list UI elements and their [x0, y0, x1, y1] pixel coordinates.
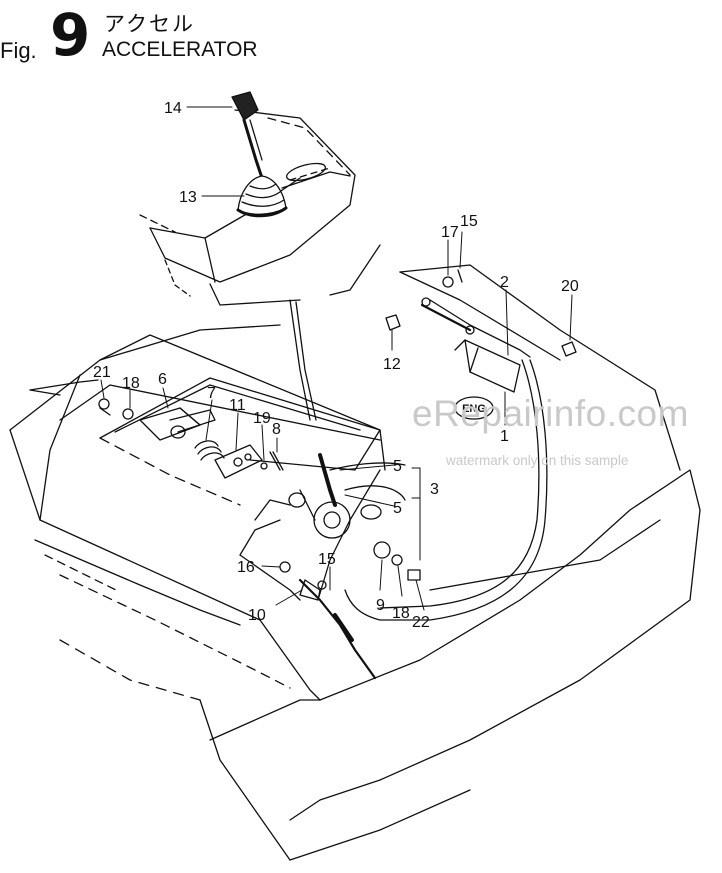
watermark-note: watermark only on this sample [446, 453, 629, 468]
lower-hardware [279, 541, 421, 601]
lever-rod-line [289, 299, 311, 421]
lower-body [9, 324, 701, 861]
figure-label: Fig. [0, 38, 37, 63]
figure-number: 9 [50, 1, 91, 69]
callout-1: 1 [500, 428, 509, 445]
leader-lines [100, 106, 573, 611]
callout-17: 17 [441, 224, 459, 241]
callout-6: 6 [158, 371, 167, 388]
bracket-parts [29, 389, 284, 479]
watermark-site: eRepairinfo.com [412, 393, 689, 434]
figure-title: ACCELERATOR [102, 38, 258, 61]
callout-13: 13 [179, 189, 197, 206]
lever-quadrant [288, 453, 406, 539]
callout-3: 3 [430, 481, 439, 498]
callout-9: 9 [376, 597, 385, 614]
lever-rod-line-2 [295, 301, 317, 421]
callout-2: 2 [500, 274, 509, 291]
callout-14: 14 [164, 100, 182, 117]
figure-title-japanese: アクセル [104, 12, 195, 36]
figure-header: Fig. 9 アクセル ACCELERATOR [0, 0, 722, 80]
accelerator-lever [231, 91, 288, 218]
callout-7: 7 [207, 385, 216, 402]
callout-16: 16 [237, 559, 255, 576]
engine-side-linkage [344, 264, 681, 621]
callout-12: 12 [383, 356, 401, 373]
callout-22: 22 [412, 614, 430, 631]
callout-15-top: 15 [460, 213, 478, 230]
callout-18-bottom: 18 [392, 605, 410, 622]
eng-tag: ENG [454, 396, 494, 420]
callout-20: 20 [561, 278, 579, 295]
callouts: 14 13 17 15 2 20 12 1 21 18 6 7 11 19 8 … [93, 100, 579, 631]
callout-18-top: 18 [122, 375, 140, 392]
eng-tag-label: ENG [462, 403, 486, 415]
callout-10: 10 [248, 607, 266, 624]
callout-21: 21 [93, 364, 111, 381]
callout-15-bottom: 15 [318, 551, 336, 568]
callout-19: 19 [253, 410, 271, 427]
inner-panel [99, 377, 381, 601]
callout-8: 8 [272, 421, 281, 438]
eng-hardware [385, 269, 577, 357]
accelerator-cable [298, 578, 377, 680]
callout-5-lower: 5 [393, 500, 402, 517]
callout-5-upper: 5 [393, 458, 402, 475]
callout-11: 11 [229, 397, 246, 414]
